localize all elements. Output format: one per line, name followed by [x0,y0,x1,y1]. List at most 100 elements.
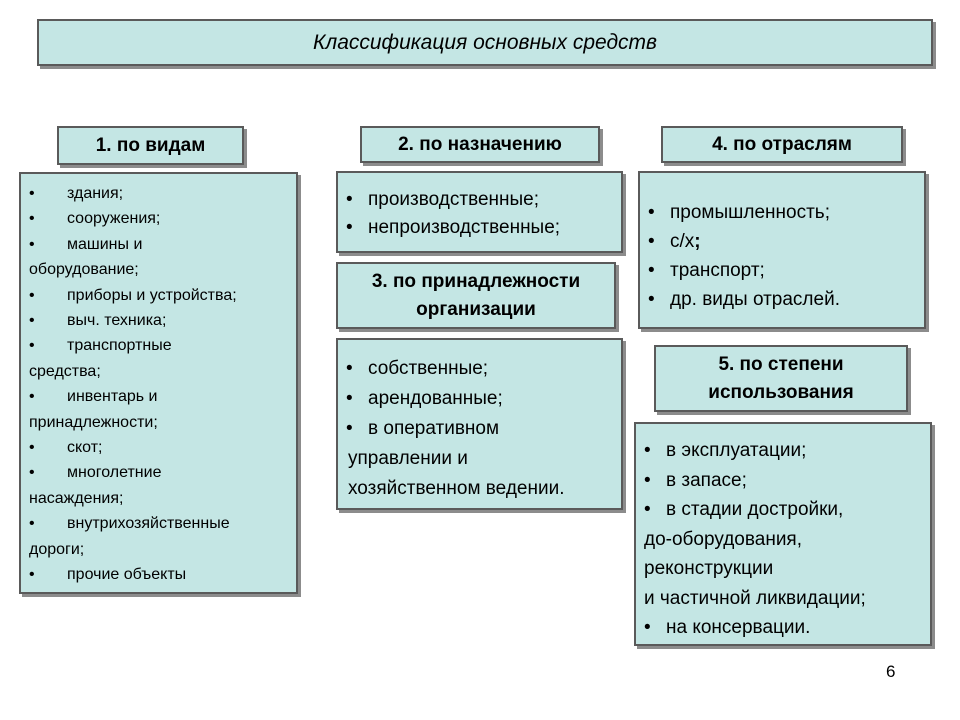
category-2-list-box: •производственные; •непроизводственные; [336,171,623,253]
diagram-title: Классификация основных средств [312,30,658,54]
bullet-icon: • [644,469,651,491]
list-item-text: на консервации. [666,617,811,638]
list-item-text: сооружения; [67,210,161,228]
list-item: • выч. техника; [29,308,237,333]
list-item: • инвентарь и принадлежности; [29,384,237,435]
list-item-continuation: дороги; [29,540,85,558]
list-item-text: транспорт; [670,260,765,281]
list-item: •прочие объекты [29,562,237,587]
list-item-text: в эксплуатации; [666,440,807,461]
diagram-title-box: Классификация основных средств [37,19,933,66]
list-item: • на консервации. [644,613,866,643]
list-item: • промышленность; [648,198,840,227]
list-item-text: производственные; [368,189,539,210]
category-2-header: 2. по назначению [360,126,600,163]
bullet-icon: • [648,289,655,310]
continuation-line: до-оборудования, [644,528,802,550]
list-item-text: с/х [670,231,695,252]
bullet-icon: • [29,185,35,202]
list-item-continuation: средства; [29,362,101,380]
list-item-continuation: оборудование; [29,261,139,279]
list-item: • внутрихозяйственные дороги; [29,511,237,562]
list-item-text: др. виды отраслей. [670,289,840,310]
list-item-text: приборы и устройства; [67,286,237,304]
list-item: • в стадии достройки, до-оборудования, ре… [644,495,866,613]
continuation-line: реконструкции [644,558,774,579]
list-item: • в эксплуатации; [644,436,866,466]
list-item: • здания; [29,181,237,206]
bullet-icon: • [29,337,35,355]
list-item: •производственные; [346,186,560,214]
bullet-icon: • [644,499,651,520]
bullet-icon: • [346,388,353,409]
category-3-list-box: • собственные; • арендованные; •в оператив… [336,338,623,510]
list-item: • с/х; [648,227,840,256]
category-5-header-line-1: 5. по степени [718,353,844,375]
list-item: • собственные; [346,354,503,384]
list-item-text: внутрихозяйственные [67,515,230,533]
bullet-icon: • [29,464,35,482]
list-item-text: промышленность; [670,202,830,223]
category-2-list: •производственные; •непроизводственные; [338,173,560,242]
bullet-icon: • [29,312,35,330]
bullet-icon: • [29,286,35,304]
continuation-line: и частичной ликвидации; [644,587,866,609]
bullet-icon: • [29,566,35,584]
list-item-text: выч. техника; [67,312,167,330]
list-item-text: в запасе; [666,469,747,491]
list-item-continuation: управлении и хозяйственном ведении. [348,444,564,504]
category-5-list: • в эксплуатации; • в запасе; • в стадии до… [636,424,866,643]
bullet-icon: • [29,388,35,406]
list-item-strong: ; [694,231,701,252]
list-item-text: транспортные [67,337,172,355]
category-3-list: • собственные; • арендованные; •в оператив… [338,340,503,444]
bullet-icon: • [648,231,655,252]
list-item-text: собственные; [368,358,489,379]
category-4-list-box: • промышленность; • с/х; •транспорт; • др. … [638,171,926,329]
bullet-icon: • [644,617,651,638]
list-item: •в оперативном [346,414,503,444]
category-1-header: 1. по видам [57,126,244,165]
category-5-header-line-2: использования [708,381,854,403]
bullet-icon: • [648,202,655,223]
bullet-icon: • [29,439,35,457]
category-4-header: 4. по отраслям [661,126,903,163]
list-item-text: машины и [67,235,143,253]
list-item: • многолетние насаждения; [29,460,237,511]
list-item-continuation: до-оборудования, реконструкции и частичн… [644,525,866,614]
list-item: • приборы и устройства; [29,283,237,308]
category-4-list: • промышленность; • с/х; •транспорт; • др. … [640,173,840,314]
bullet-icon: • [644,440,651,461]
continuation-line: управлении и [348,448,468,469]
category-2-header-text: 2. по назначению [398,133,562,155]
page-number: 6 [886,662,896,681]
list-item-continuation: принадлежности; [29,413,158,431]
list-item-text: арендованные; [368,388,503,409]
list-item: •сооружения; [29,206,237,231]
category-3-header-line-1: 3. по принадлежности [371,270,581,292]
list-item-text: инвентарь и [67,388,158,406]
list-item: • в запасе; [644,466,866,496]
category-1-header-text: 1. по видам [95,134,206,156]
list-item-text: в стадии достройки, [666,499,844,520]
bullet-icon: • [346,358,353,379]
category-3-header-line-2: организации [416,298,536,320]
list-item-text: здания; [67,185,124,202]
bullet-icon: • [346,418,353,439]
list-item-text: скот; [67,439,103,457]
list-item: •непроизводственные; [346,214,560,242]
list-item: • арендованные; [346,384,503,414]
category-3-header: 3. по принадлежности организации [336,262,616,329]
bullet-icon: • [29,515,35,533]
list-item: • транспортные средства; [29,333,237,384]
list-item: •транспорт; [648,256,840,285]
category-5-header: 5. по степени использования [654,345,908,412]
list-item-text: непроизводственные; [368,217,561,238]
list-item-continuation: насаждения; [29,489,124,507]
list-item: • др. виды отраслей. [648,285,840,314]
category-4-header-text: 4. по отраслям [712,133,852,155]
list-item-text: многолетние [67,464,162,482]
